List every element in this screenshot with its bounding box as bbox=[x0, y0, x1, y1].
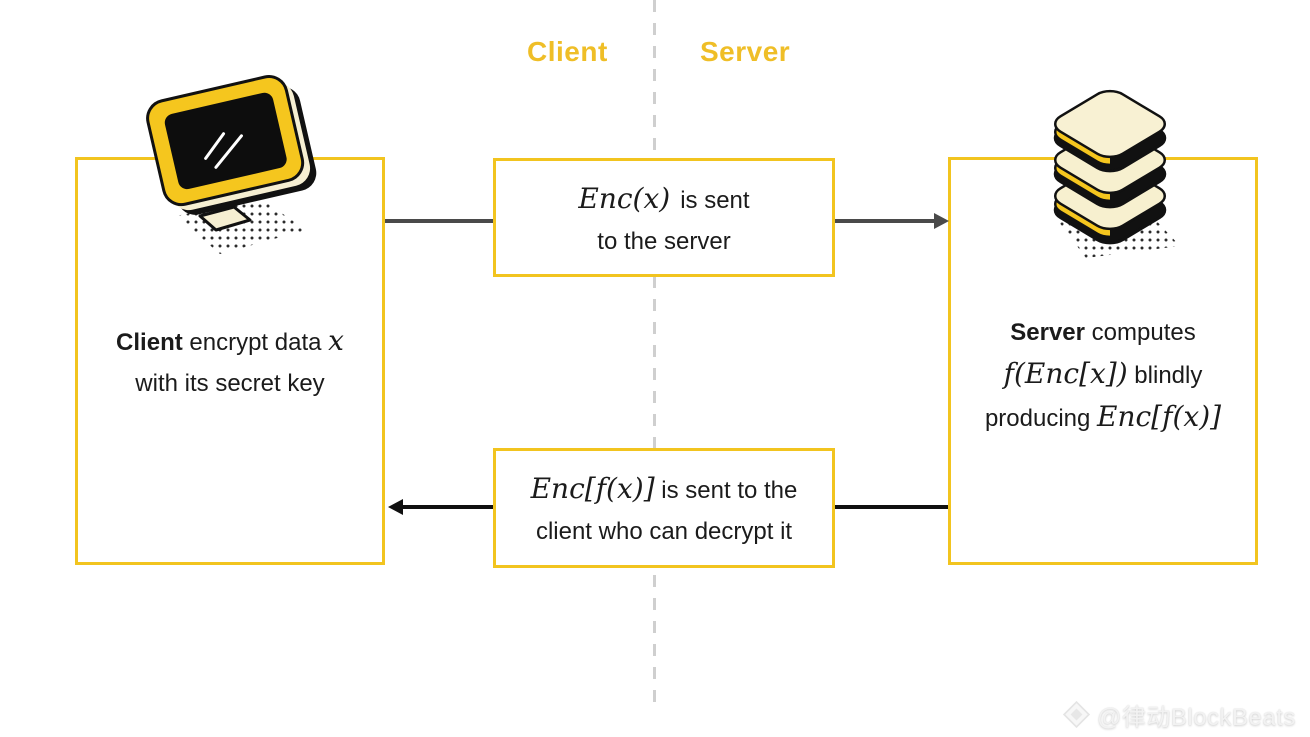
bottom-message-text1: is sent to the bbox=[654, 477, 798, 504]
server-caption-line2: f(Enc[x]) blindly bbox=[951, 353, 1255, 396]
math-x: x bbox=[328, 324, 344, 357]
arrow-bottom-message-to-client-line bbox=[403, 505, 493, 509]
arrowhead-left-icon bbox=[388, 499, 403, 515]
client-caption-line1: Client encrypt data x bbox=[78, 320, 382, 363]
server-caption-text2: blindly bbox=[1127, 362, 1203, 389]
math-enc-f-x-2: Enc[f(x)] bbox=[530, 472, 655, 505]
client-server-divider bbox=[653, 0, 656, 712]
server-word: Server bbox=[1010, 319, 1085, 346]
blockbeats-diamond-logo-icon bbox=[1063, 701, 1090, 728]
monitor-icon bbox=[146, 75, 317, 254]
server-caption-text3: producing bbox=[984, 405, 1098, 432]
watermark-text: @律动BlockBeats bbox=[1097, 704, 1296, 731]
line-client-to-top-message bbox=[385, 219, 493, 223]
top-message-text: Enc(x) is sent to the server bbox=[496, 161, 832, 262]
database-stack-icon bbox=[1028, 86, 1180, 258]
bottom-message-text: Enc[f(x)] is sent to the client who can … bbox=[496, 451, 832, 552]
server-slab bbox=[1048, 87, 1172, 176]
client-caption-text: encrypt data bbox=[182, 329, 329, 356]
server-box-caption: Server computes f(Enc[x]) blindly produc… bbox=[951, 312, 1255, 439]
client-column-label: Client bbox=[527, 36, 608, 67]
bottom-message-line2: client who can decrypt it bbox=[535, 518, 793, 545]
monitor-stand bbox=[198, 205, 252, 232]
client-caption-line2: with its secret key bbox=[135, 370, 325, 397]
top-message-line2: to the server bbox=[597, 228, 731, 255]
bottom-message-line1: Enc[f(x)] is sent to the bbox=[496, 468, 832, 511]
server-caption-text1: computes bbox=[1085, 319, 1196, 346]
client-box-caption: Client encrypt data x with its secret ke… bbox=[78, 320, 382, 404]
math-f-enc-x: f(Enc[x]) bbox=[1003, 357, 1128, 390]
line-server-to-bottom-message bbox=[835, 505, 948, 509]
arrowhead-right-icon bbox=[934, 213, 949, 229]
math-enc-f-x: Enc[f(x)] bbox=[1097, 400, 1222, 433]
screen-glare-lines bbox=[204, 132, 243, 169]
top-message-line1: Enc(x) is sent bbox=[496, 178, 832, 221]
math-enc-x: Enc(x) bbox=[578, 182, 671, 215]
top-message-text1: is sent bbox=[680, 187, 750, 214]
arrow-top-message-to-server-line bbox=[835, 219, 934, 223]
server-caption-line3: producing Enc[f(x)] bbox=[951, 396, 1255, 439]
bottom-message-box: Enc[f(x)] is sent to the client who can … bbox=[493, 448, 835, 568]
server-caption-line1: Server computes bbox=[951, 312, 1255, 353]
server-column-label: Server bbox=[700, 36, 791, 67]
top-message-box: Enc(x) is sent to the server bbox=[493, 158, 835, 277]
client-word: Client bbox=[116, 329, 183, 356]
watermark: @律动BlockBeats bbox=[1063, 697, 1296, 732]
monitor-screen bbox=[164, 92, 287, 190]
